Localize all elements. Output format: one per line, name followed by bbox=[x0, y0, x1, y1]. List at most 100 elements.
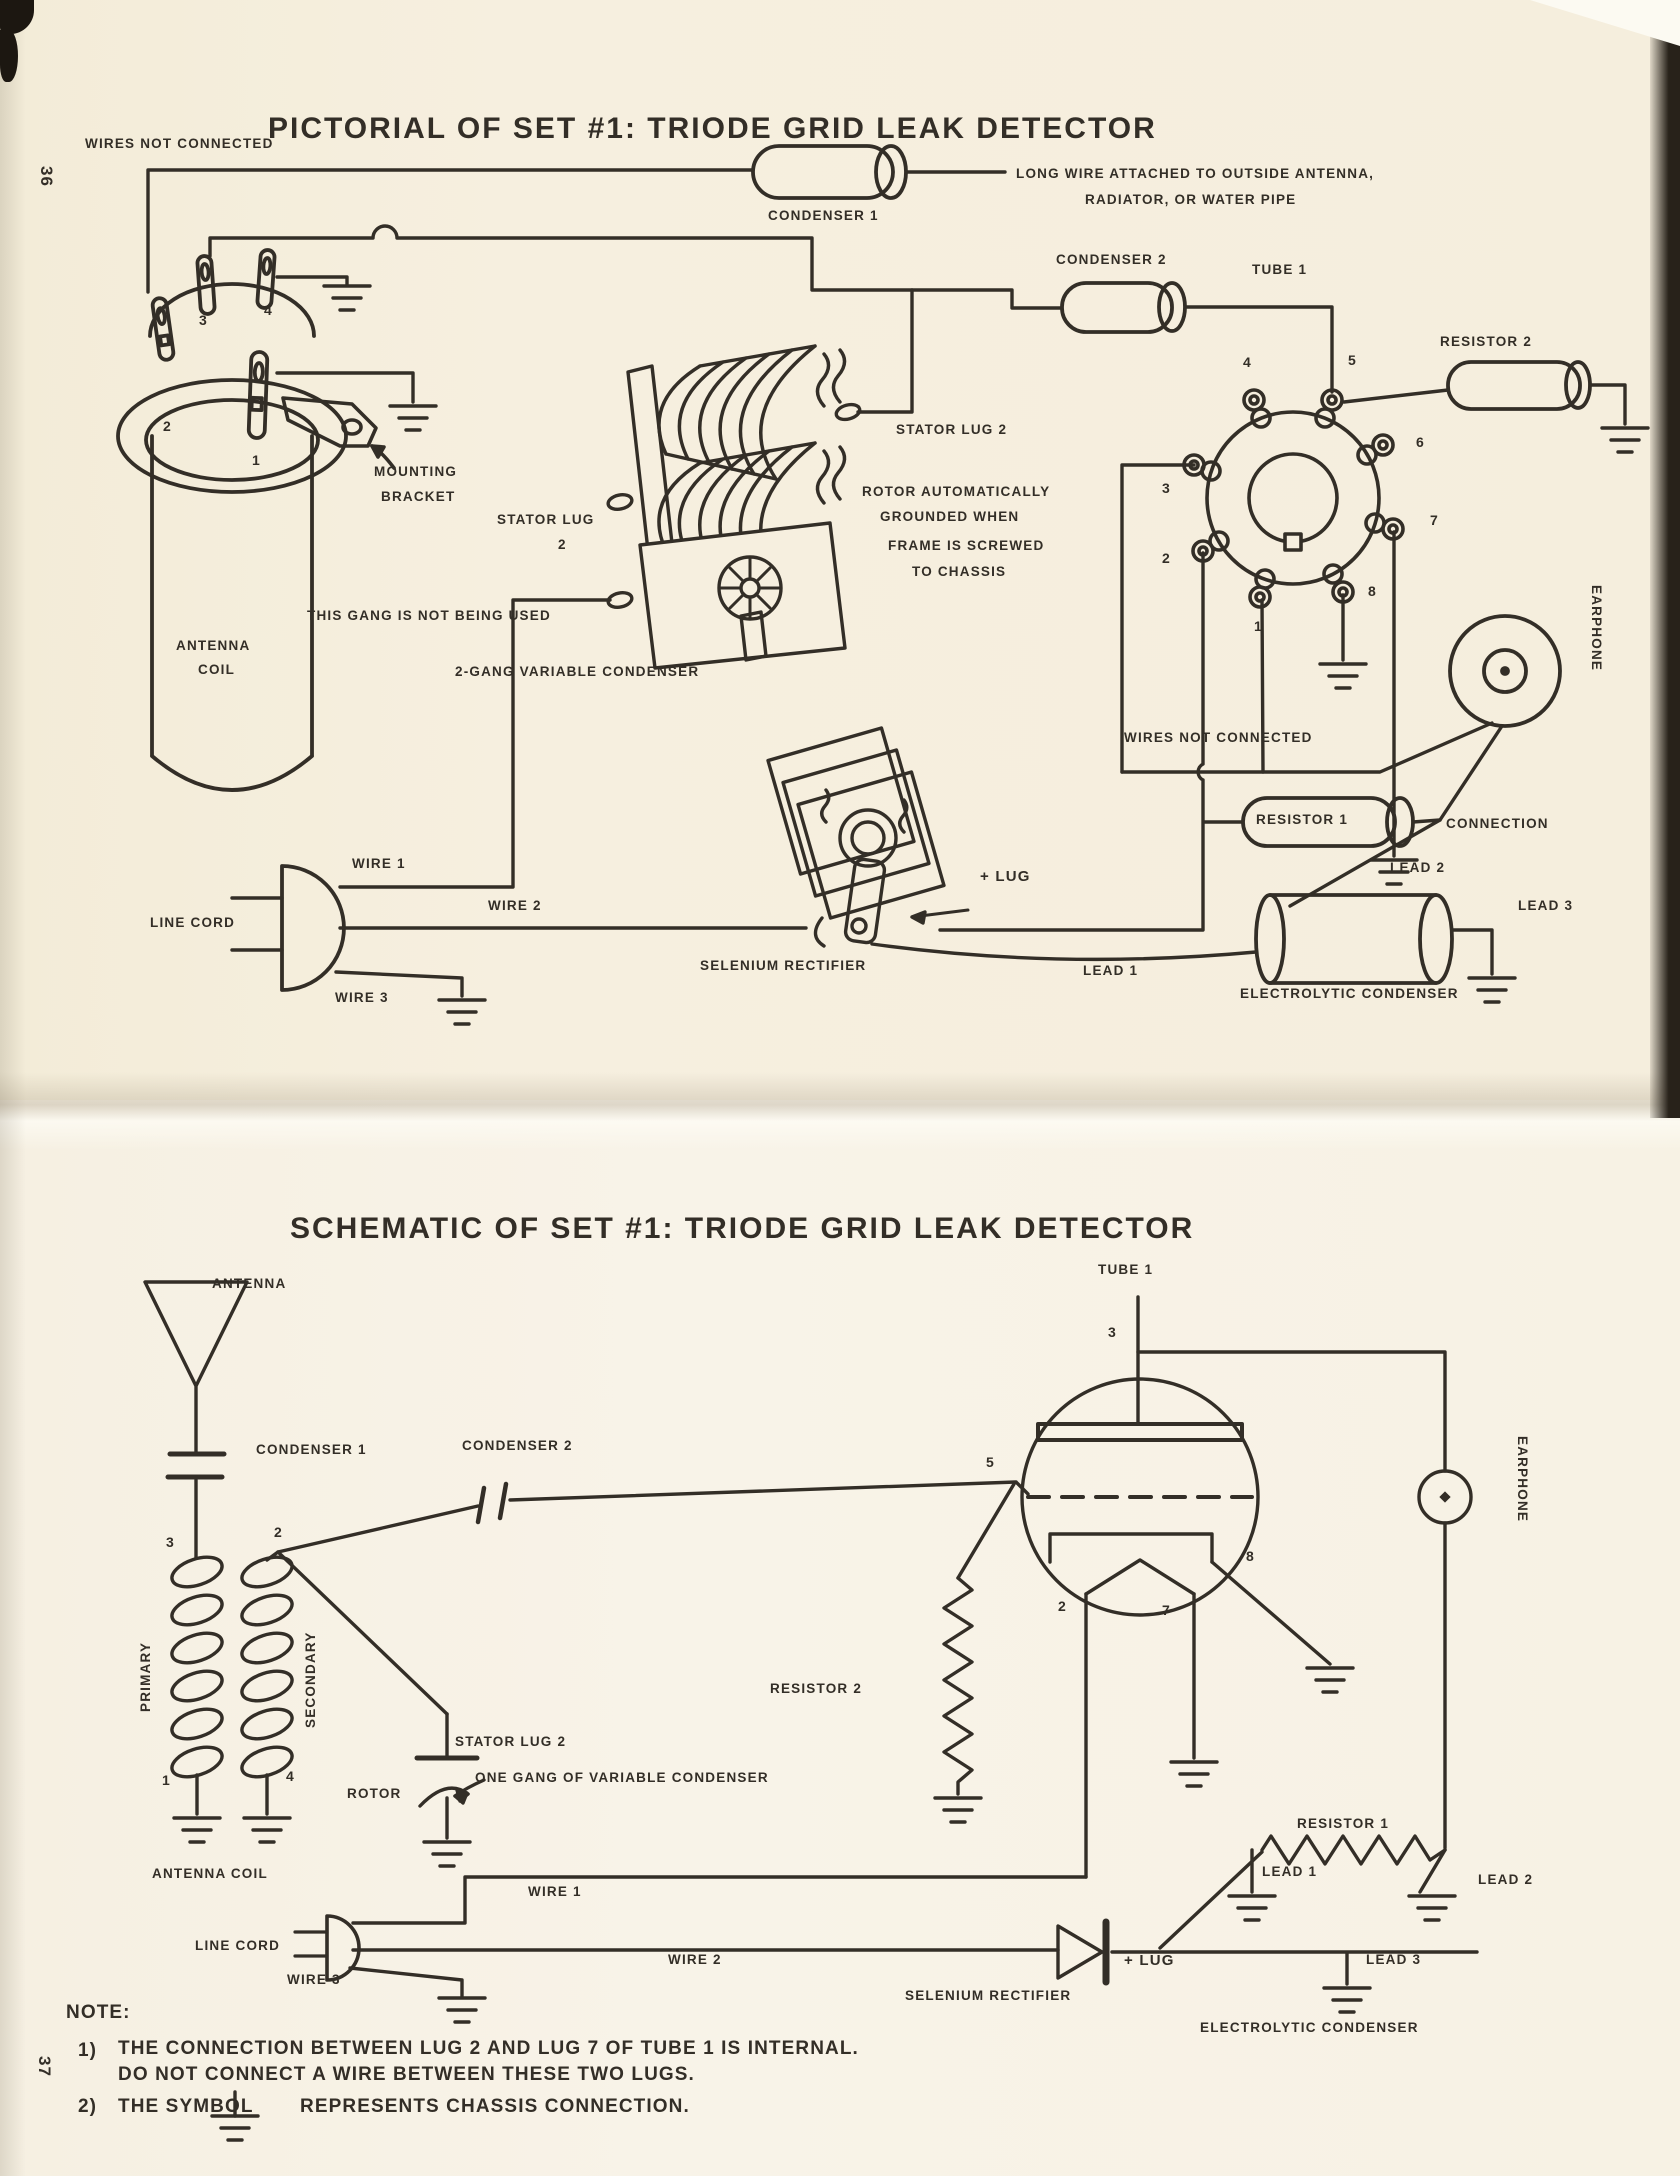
chassis-ground-icon bbox=[172, 1816, 222, 1844]
coil-lug-num-2: 2 bbox=[163, 418, 171, 434]
label-gang-condenser: 2-GANG VARIABLE CONDENSER bbox=[455, 664, 700, 679]
note-item1-number: 1) bbox=[78, 2040, 98, 2061]
s-label-secondary: SECONDARY bbox=[303, 1631, 318, 1728]
resistor-2-symbol bbox=[942, 1576, 974, 1796]
chassis-ground-icon bbox=[210, 2114, 260, 2142]
wire-diode-to-resistor1 bbox=[1158, 1850, 1264, 1950]
s-label-lead-1: LEAD 1 bbox=[1262, 1864, 1318, 1879]
s-label-antenna-coil: ANTENNA COIL bbox=[152, 1866, 268, 1881]
condenser-1-body bbox=[751, 144, 908, 200]
pictorial-title: PICTORIAL OF SET #1: TRIODE GRID LEAK DE… bbox=[268, 112, 1157, 145]
selenium-rectifier bbox=[766, 726, 970, 948]
s-label-rotor: ROTOR bbox=[347, 1786, 402, 1801]
chassis-ground-icon bbox=[437, 998, 487, 1026]
s-label-resistor-1: RESISTOR 1 bbox=[1297, 1816, 1390, 1831]
label-rotor-note-3: FRAME IS SCREWED bbox=[888, 538, 1045, 553]
stator-lug-upper bbox=[834, 402, 862, 422]
earphone-symbol bbox=[1417, 1469, 1473, 1525]
wire-1-run bbox=[338, 598, 612, 889]
stator-lug-lower bbox=[606, 591, 634, 609]
wire-lead2 bbox=[1288, 818, 1442, 908]
scan-blemish bbox=[0, 30, 18, 82]
wire-resistor2-top bbox=[956, 1482, 1016, 1580]
note-item1-line1: THE CONNECTION BETWEEN LUG 2 AND LUG 7 O… bbox=[118, 2038, 859, 2059]
label-rotor-note-4: TO CHASSIS bbox=[912, 564, 1007, 579]
socket-pin-4: 4 bbox=[1243, 354, 1251, 370]
socket-lug-5 bbox=[1314, 388, 1344, 429]
wire-to-stator bbox=[276, 1550, 449, 1716]
s-label-antenna: ANTENNA bbox=[212, 1276, 287, 1291]
wire-pin1-down bbox=[1260, 598, 1265, 774]
s-tube-pin-7: 7 bbox=[1162, 1602, 1170, 1618]
note-item2-post: REPRESENTS CHASSIS CONNECTION. bbox=[300, 2096, 690, 2117]
chassis-ground-icon bbox=[1407, 1894, 1457, 1922]
wire-condenser2-to-pin5 bbox=[1185, 305, 1334, 394]
earphone-pictorial bbox=[1448, 614, 1562, 728]
label-stator-lug-left-2: 2 bbox=[558, 537, 567, 552]
s-tube-pin-5: 5 bbox=[986, 1454, 994, 1470]
wire-top-rail bbox=[146, 168, 1007, 294]
label-lead-2: LEAD 2 bbox=[1390, 860, 1446, 875]
chassis-ground-icon bbox=[1467, 976, 1517, 1004]
chassis-ground-icon bbox=[437, 1996, 487, 2024]
label-antenna-coil-2: COIL bbox=[198, 662, 236, 677]
tube-socket bbox=[1182, 388, 1405, 609]
wire-grid-line bbox=[276, 1480, 1030, 1554]
label-electrolytic: ELECTROLYTIC CONDENSER bbox=[1240, 986, 1459, 1001]
page-number-36: 36 bbox=[37, 166, 56, 187]
s-coil-pin-1: 1 bbox=[162, 1772, 170, 1788]
resistor-1-symbol bbox=[1260, 1834, 1447, 1866]
antenna-coil-body bbox=[116, 248, 348, 792]
condenser-2-symbol bbox=[475, 1481, 509, 1525]
label-mounting-1: MOUNTING bbox=[374, 464, 458, 479]
antenna-symbol bbox=[143, 1280, 249, 1454]
s-label-wire-3: WIRE 3 bbox=[287, 1972, 341, 1987]
coil-lug-4 bbox=[255, 248, 277, 310]
label-antenna-coil-1: ANTENNA bbox=[176, 638, 251, 653]
socket-lug-7 bbox=[1364, 512, 1405, 541]
gang-fins-upper bbox=[657, 344, 847, 481]
s-coil-pin-4: 4 bbox=[286, 1768, 294, 1784]
label-wire-2: WIRE 2 bbox=[488, 898, 542, 913]
coil-lug-num-3: 3 bbox=[199, 312, 207, 328]
wire-to-condenser2 bbox=[910, 288, 1064, 310]
variable-condenser-symbol bbox=[414, 1712, 486, 1840]
condenser-shaft bbox=[739, 610, 768, 662]
pictorial-diagram bbox=[116, 144, 1650, 1026]
s-tube-pin-3: 3 bbox=[1108, 1324, 1116, 1340]
s-label-resistor-2: RESISTOR 2 bbox=[770, 1681, 863, 1696]
wire-lead3 bbox=[1450, 928, 1494, 976]
label-plus-lug: + LUG bbox=[980, 868, 1031, 885]
wire-resistor2 bbox=[1342, 383, 1627, 426]
note-item2-number: 2) bbox=[78, 2096, 98, 2117]
s-label-condenser-2: CONDENSER 2 bbox=[462, 1438, 573, 1453]
label-lead-1: LEAD 1 bbox=[1083, 963, 1139, 978]
chassis-ground-icon bbox=[1227, 1894, 1277, 1922]
socket-pin-6: 6 bbox=[1416, 434, 1424, 450]
coil-lug-num-1: 1 bbox=[252, 452, 260, 468]
secondary-coil bbox=[240, 1550, 294, 1816]
wire-3-schematic bbox=[348, 1966, 464, 1998]
s-label-lead-3: LEAD 3 bbox=[1366, 1952, 1422, 1967]
socket-lug-4 bbox=[1242, 388, 1272, 429]
s-label-wire-1: WIRE 1 bbox=[528, 1884, 582, 1899]
condenser-1-symbol bbox=[165, 1451, 227, 1480]
label-selenium: SELENIUM RECTIFIER bbox=[700, 958, 867, 973]
schematic-page-paper bbox=[0, 1100, 1680, 2176]
line-cord-plug-schematic bbox=[293, 1914, 361, 1982]
s-label-one-gang: ONE GANG OF VARIABLE CONDENSER bbox=[475, 1770, 769, 1785]
label-mounting-2: BRACKET bbox=[381, 489, 456, 504]
socket-lug-6 bbox=[1356, 433, 1395, 466]
coil-lug-3 bbox=[195, 254, 217, 316]
s-label-lead-2: LEAD 2 bbox=[1478, 1872, 1534, 1887]
s-label-primary: PRIMARY bbox=[138, 1641, 153, 1712]
schematic-title: SCHEMATIC OF SET #1: TRIODE GRID LEAK DE… bbox=[290, 1212, 1195, 1245]
resistor-2-body bbox=[1446, 360, 1592, 411]
mounting-bracket-shape bbox=[281, 396, 396, 470]
chassis-ground-icon bbox=[933, 1796, 983, 1824]
s-label-selenium: SELENIUM RECTIFIER bbox=[905, 1988, 1072, 2003]
s-coil-pin-2: 2 bbox=[274, 1524, 282, 1540]
s-label-stator-lug-2: STATOR LUG 2 bbox=[455, 1734, 567, 1749]
